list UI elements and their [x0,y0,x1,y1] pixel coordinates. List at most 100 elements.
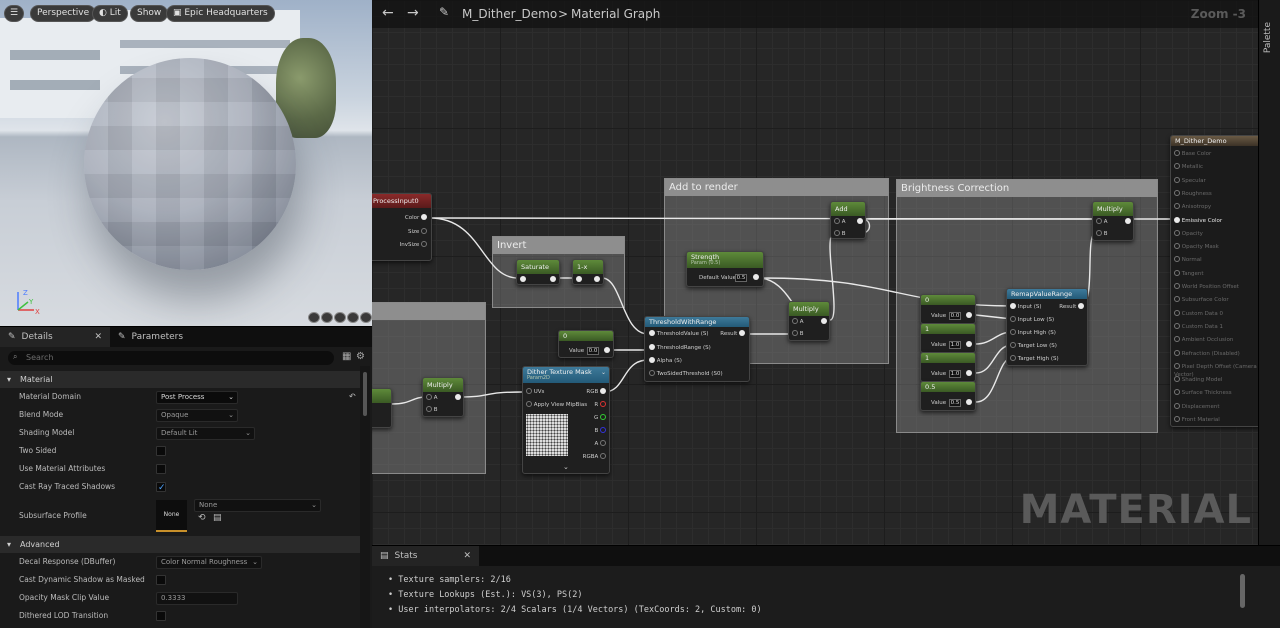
pin-r[interactable]: R [594,401,606,409]
dithered-lod-checkbox[interactable] [156,611,166,621]
pin-threshold-range[interactable]: ThresholdRange (S) [649,344,711,352]
node-saturate[interactable]: Saturate [516,259,560,285]
breadcrumb-asset[interactable]: M_Dither_Demo [462,7,558,21]
mesh-preview-button[interactable] [360,312,372,323]
decal-response-dropdown[interactable]: Color Normal Roughness⌄ [156,556,262,569]
pin-a[interactable]: A [594,440,606,448]
pin-output[interactable] [455,394,461,402]
output-pin[interactable]: Ambient Occlusion [1174,336,1233,344]
shading-model-dropdown[interactable]: Default Lit⌄ [156,427,255,440]
output-pin[interactable]: Anisotropy [1174,203,1211,211]
tab-stats[interactable]: ▤ Stats ✕ [372,546,479,566]
use-material-attributes-checkbox[interactable] [156,464,166,474]
pin-input[interactable] [576,276,582,284]
table-view-icon[interactable]: ▦ [342,351,352,362]
pin-result[interactable]: Result [720,330,745,338]
pin-output[interactable] [1125,218,1131,226]
pin-output[interactable] [821,318,827,326]
constant-a-input[interactable]: 0.0 [949,312,961,320]
pin-target-high[interactable]: Target High (S) [1010,355,1059,363]
pin-b[interactable]: B [1096,230,1108,238]
pin-color[interactable]: Color [405,214,427,222]
output-pin[interactable]: Displacement [1174,402,1220,411]
pin-g[interactable]: G [594,414,606,422]
preview-scene-button[interactable]: ▣ Epic Headquarters [166,5,275,22]
pin-output[interactable] [857,218,863,226]
output-pin[interactable]: Opacity [1174,229,1203,238]
chevron-down-icon[interactable]: ⌄ [600,369,606,376]
viewport-menu-button[interactable]: ☰ [4,5,24,22]
pin-output[interactable] [966,341,972,349]
constant-c-input[interactable]: 1.0 [949,370,961,378]
palette-sidebar[interactable]: Palette [1258,0,1280,545]
node-constant-d[interactable]: 0.5 Value 0.5 [920,381,976,411]
reset-arrow-icon[interactable]: ↶ [349,392,356,401]
output-pin[interactable]: Custom Data 1 [1174,322,1223,331]
browse-arrow-icon[interactable]: ⟲ [198,513,206,523]
node-constant-c[interactable]: 1 Value 1.0 [920,352,976,382]
output-pin[interactable]: Roughness [1174,189,1212,198]
pin-threshold-value[interactable]: ThresholdValue (S) [649,330,709,338]
pin-alpha[interactable]: Alpha (S) [649,357,682,365]
output-pin[interactable]: Emissive Color [1174,216,1222,225]
node-constant-zero[interactable]: 0 Value 0.0 [558,330,614,358]
pin-b[interactable]: B [426,406,438,414]
pin-result[interactable]: Result [1059,303,1084,311]
material-domain-dropdown[interactable]: Post Process⌄ [156,391,238,404]
default-value-input[interactable]: 0.5 [735,274,747,282]
forward-arrow-icon[interactable]: → [407,5,419,21]
two-sided-checkbox[interactable] [156,446,166,456]
output-pin[interactable]: Subsurface Color [1174,296,1229,304]
pin-output[interactable] [966,370,972,378]
cube-preview-button[interactable] [347,312,359,323]
pin-rgba[interactable]: RGBA [583,453,606,461]
output-pin[interactable]: Tangent [1174,269,1204,278]
pin-a[interactable]: A [834,218,846,226]
pin-output[interactable] [594,276,600,284]
section-material[interactable]: ▾ Material [0,371,362,388]
node-one-minus[interactable]: 1-x [572,259,604,285]
lit-button[interactable]: ◐ Lit [92,5,128,22]
pin-a[interactable]: A [426,394,438,402]
output-pin[interactable]: Shading Model [1174,376,1222,384]
plane-preview-button[interactable] [334,312,346,323]
node-offscreen-left[interactable] [372,388,392,428]
chevron-down-icon[interactable]: ⌄ [563,463,569,471]
node-multiply-mid[interactable]: Multiply A B [788,301,830,341]
opacity-mask-clip-input[interactable]: 0.3333 [156,592,238,605]
cast-ray-traced-shadows-checkbox[interactable] [156,479,166,497]
node-threshold-with-range[interactable]: ThresholdWithRange ThresholdValue (S) Th… [644,316,750,382]
pin-a[interactable]: A [1096,218,1108,226]
pin-output[interactable] [966,312,972,320]
output-pin[interactable]: Refraction (Disabled) [1174,349,1240,358]
pin-two-sided-threshold[interactable]: TwoSidedThreshold (S0) [649,370,723,378]
node-constant-a[interactable]: 0 Value 0.0 [920,294,976,324]
pin-output[interactable] [550,276,556,284]
pin-b[interactable]: B [792,330,804,338]
output-pin[interactable]: Surface Thickness [1174,389,1232,397]
close-icon[interactable]: ✕ [463,551,471,561]
node-remap-value-range[interactable]: RemapValueRange Input (S) Input Low (S) … [1006,288,1088,366]
settings-gear-icon[interactable]: ⚙ [356,351,365,362]
node-multiply-left[interactable]: Multiply A B [422,377,464,417]
pin-input[interactable] [520,276,526,284]
node-constant-b[interactable]: 1 Value 1.0 [920,323,976,353]
stats-scrollbar-thumb[interactable] [1240,574,1245,608]
details-scrollbar[interactable] [360,366,370,628]
folder-icon[interactable]: ▤ [213,513,222,523]
constant-b-input[interactable]: 1.0 [949,341,961,349]
pin-output[interactable] [604,347,610,355]
pin-b[interactable]: B [594,427,606,435]
node-add[interactable]: Add A B [830,201,866,239]
pin-size[interactable]: Size [408,228,427,236]
pin-output[interactable] [753,274,759,282]
node-scene-texture[interactable]: ProcessInput0 Color Size InvSize [372,193,432,261]
pin-apply-view-mip-bias[interactable]: Apply View MipBias [526,401,587,409]
pin-output[interactable] [966,399,972,407]
tab-parameters[interactable]: ✎ Parameters [110,327,191,347]
output-pin[interactable]: Custom Data 0 [1174,309,1223,318]
pin-input-low[interactable]: Input Low (S) [1010,316,1054,324]
output-pin[interactable]: Base Color [1174,150,1211,158]
